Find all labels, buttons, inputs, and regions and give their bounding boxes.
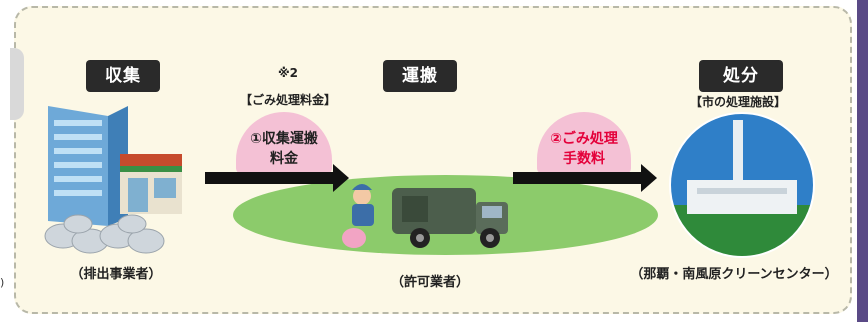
stage-collection: 収集 (86, 60, 160, 92)
garbage-truck-illustration (342, 184, 508, 248)
processing-fee-line1: ②ごみ処理 (550, 131, 618, 147)
business-building-illustration (44, 106, 182, 254)
collection-fee-line2: 料金 (270, 151, 298, 167)
facility-building (687, 180, 797, 214)
stage-disposal: 処分 (699, 60, 783, 92)
caption-licensed: （許可業者） (390, 275, 469, 290)
arrow-to-disposal (513, 164, 657, 192)
stray-paren: ) (0, 276, 5, 289)
collection-fee-line1: ①収集運搬 (250, 131, 318, 147)
worker (342, 184, 374, 248)
stage-transport: 運搬 (383, 60, 457, 92)
processing-fee-line2: 手数料 (563, 151, 605, 167)
fee-note-mark: ※2 (277, 66, 298, 80)
clean-center-illustration (669, 112, 815, 258)
facility-label: 【市の処理施設】 (689, 95, 786, 109)
garbage-bags (44, 214, 165, 254)
arrow-to-transport (205, 164, 349, 192)
fee-note-label: 【ごみ処理料金】 (239, 93, 336, 107)
caption-discharger: （排出事業者） (70, 267, 162, 282)
left-tab (10, 48, 24, 120)
right-edge-strip (857, 0, 868, 322)
caption-facility: （那覇・南風原クリーンセンター） (630, 267, 838, 282)
chimney (733, 120, 743, 200)
